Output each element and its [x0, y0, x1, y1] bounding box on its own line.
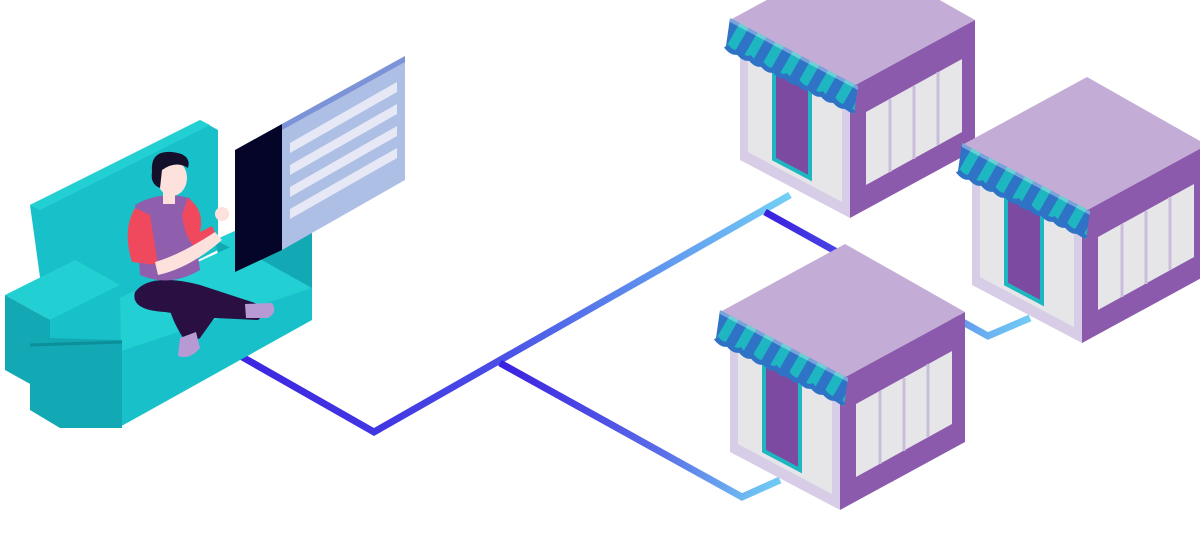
shop-right — [958, 77, 1200, 343]
person-on-sofa-icon — [127, 151, 275, 357]
storefront-icon — [958, 77, 1200, 343]
sofa — [5, 120, 312, 428]
shop-top — [726, 0, 975, 218]
shop-bottom — [716, 244, 965, 510]
virtual-screen-icon — [235, 56, 405, 272]
storefront-icon — [726, 0, 975, 218]
storefront-icon — [716, 244, 965, 510]
